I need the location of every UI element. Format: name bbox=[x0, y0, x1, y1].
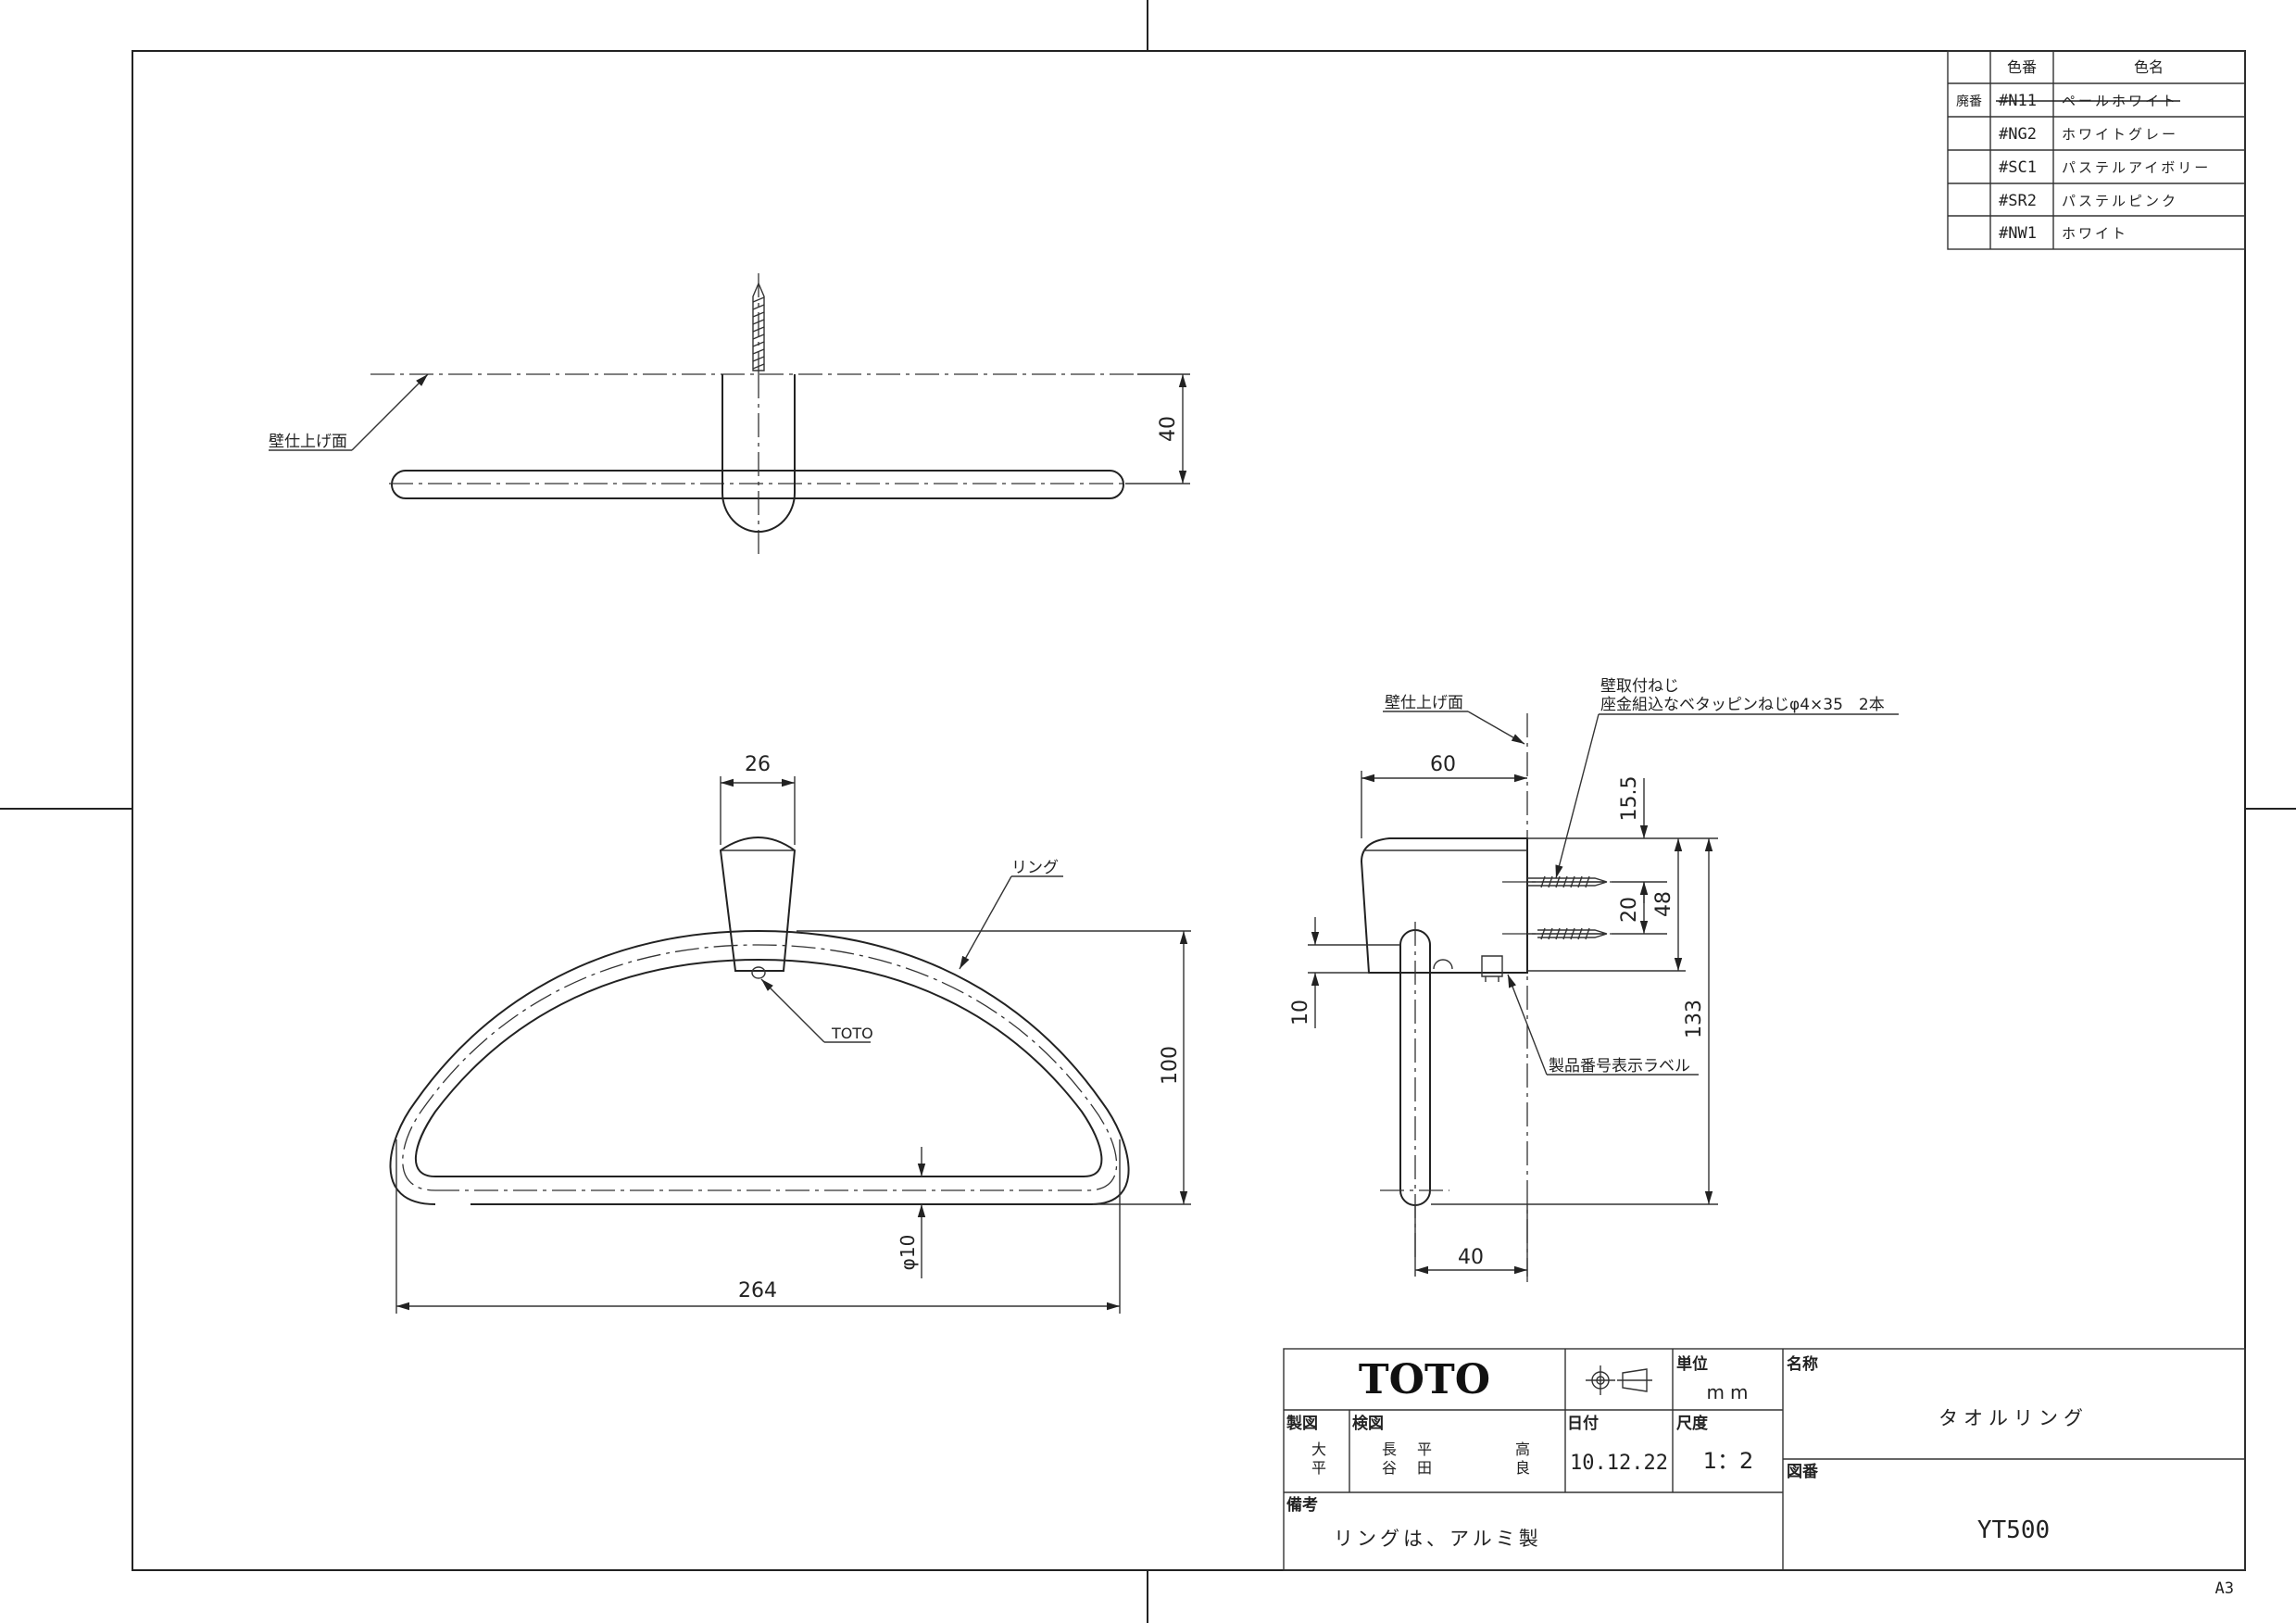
scale-label: 尺度 bbox=[1676, 1414, 1709, 1433]
bracket-front bbox=[719, 837, 797, 972]
dim-133: 133 bbox=[1683, 1000, 1706, 1038]
checker-3b: 良 bbox=[1515, 1459, 1530, 1477]
top-view: 壁仕上げ面 40 bbox=[269, 273, 1190, 560]
checker-2a: 平 bbox=[1417, 1441, 1432, 1458]
remarks-label: 備考 bbox=[1286, 1495, 1318, 1515]
color-code: #SC1 bbox=[1999, 158, 2037, 177]
drawn-label: 製図 bbox=[1286, 1414, 1318, 1433]
color-code: #SR2 bbox=[1999, 192, 2037, 210]
screw-icon bbox=[1502, 875, 1612, 888]
drawn-by-2: 平 bbox=[1311, 1459, 1326, 1477]
checker-1b: 谷 bbox=[1382, 1459, 1397, 1477]
drawing-no-value: YT500 bbox=[1977, 1516, 2050, 1544]
checker-1a: 長 bbox=[1382, 1441, 1397, 1458]
color-code: #NW1 bbox=[1999, 224, 2037, 243]
color-name-header: 色名 bbox=[2134, 58, 2164, 76]
dim-40-side: 40 bbox=[1458, 1246, 1484, 1269]
date-value: 10.12.22 bbox=[1570, 1452, 1668, 1475]
color-no-header: 色番 bbox=[2007, 58, 2037, 76]
dim-26: 26 bbox=[745, 753, 771, 776]
toto-marking-label: TOTO bbox=[831, 1025, 873, 1042]
row-status: 廃番 bbox=[1956, 94, 1982, 109]
color-name: パステルピンク bbox=[2062, 193, 2178, 209]
color-table: 色番 色名 廃番 #N11 ペールホワイト #NG2 ホワイトグレー #SC1 … bbox=[1947, 50, 2246, 250]
dim-40-top: 40 bbox=[1157, 416, 1180, 442]
ring-label: リング bbox=[1011, 859, 1059, 877]
wall-surface-label: 壁仕上げ面 bbox=[269, 433, 347, 451]
drawn-by-1: 大 bbox=[1311, 1441, 1326, 1458]
date-label: 日付 bbox=[1567, 1414, 1599, 1433]
dim-264: 264 bbox=[738, 1279, 777, 1302]
dim-10: 10 bbox=[1289, 1000, 1312, 1025]
toto-logo: TOTO bbox=[1359, 1356, 1490, 1403]
color-name: ホワイト bbox=[2062, 225, 2128, 242]
sheet-size: A3 bbox=[2215, 1579, 2234, 1598]
checker-2b: 田 bbox=[1417, 1459, 1432, 1477]
unit-value: mm bbox=[1707, 1381, 1754, 1403]
name-label: 名称 bbox=[1787, 1354, 1818, 1374]
checker-3a: 高 bbox=[1515, 1441, 1530, 1458]
wall-surface-label: 壁仕上げ面 bbox=[1385, 694, 1463, 712]
third-angle-projection-icon bbox=[1586, 1365, 1652, 1395]
dim-20: 20 bbox=[1618, 897, 1641, 923]
screw-icon bbox=[1502, 927, 1612, 940]
dim-phi10: φ10 bbox=[897, 1235, 919, 1271]
scale-value: 1：2 bbox=[1703, 1448, 1754, 1474]
ring-outer bbox=[389, 929, 1130, 1205]
screw-icon bbox=[752, 273, 765, 374]
front-view: リング TOTO 26 100 φ10 264 bbox=[389, 753, 1191, 1314]
color-name: ホワイトグレー bbox=[2062, 126, 2178, 143]
screw-label-line2: 座金組込なベタッピンねじφ4×35 2本 bbox=[1600, 696, 1885, 714]
color-code: #NG2 bbox=[1999, 125, 2037, 144]
remarks-value: リングは、アルミ製 bbox=[1334, 1528, 1542, 1550]
color-name: パステルアイボリー bbox=[2062, 159, 2211, 176]
title-block: TOTO 単位 mm 名称 タオルリング 製図 大 平 検図 長 谷 平 田 高… bbox=[1283, 1348, 2246, 1571]
product-name: タオルリング bbox=[1938, 1407, 2089, 1429]
drawing-no-label: 図番 bbox=[1787, 1463, 1819, 1481]
unit-label: 単位 bbox=[1676, 1354, 1708, 1374]
dim-100: 100 bbox=[1159, 1046, 1182, 1085]
dim-48: 48 bbox=[1652, 891, 1675, 917]
ring-rod-top bbox=[391, 470, 1124, 499]
side-view: 壁仕上げ面 壁取付ねじ 座金組込なベタッピンねじφ4×35 2本 製品番号表示ラ… bbox=[1289, 677, 1899, 1288]
dim-60: 60 bbox=[1430, 753, 1456, 776]
product-label-text: 製品番号表示ラベル bbox=[1549, 1057, 1690, 1076]
dim-15-5: 15.5 bbox=[1618, 776, 1641, 822]
ring-inner bbox=[414, 958, 1103, 1177]
screw-label-line1: 壁取付ねじ bbox=[1600, 677, 1679, 696]
bracket-side bbox=[1360, 837, 1528, 974]
checked-label: 検図 bbox=[1352, 1414, 1384, 1433]
